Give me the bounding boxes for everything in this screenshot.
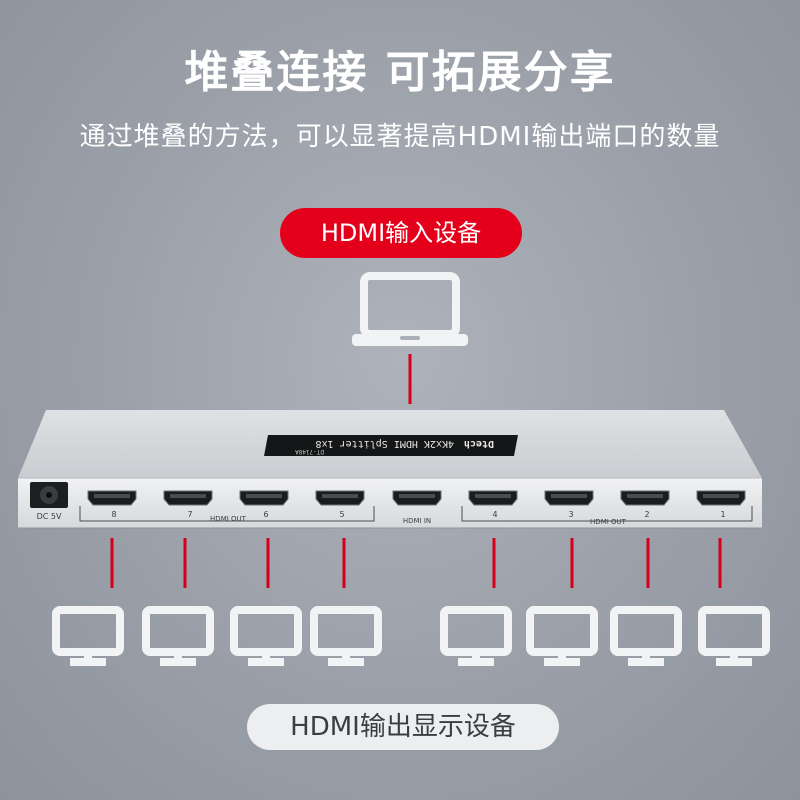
dc-power-jack (30, 482, 68, 508)
dc-label: DC 5V (37, 512, 62, 521)
hdmi-out-port-1 (696, 490, 746, 506)
splitter-model-label: 4Kx2K HDMI Splitter 1x8 (316, 438, 454, 449)
monitor-icon (142, 606, 214, 666)
monitor-icon (698, 606, 770, 666)
hdmi-out-port-3 (544, 490, 594, 506)
hdmi-out-label-left: HDMI OUT (210, 515, 247, 523)
input-device-label: HDMI输入设备 (280, 208, 522, 258)
port-number-5: 5 (339, 510, 344, 519)
monitor-icon (526, 606, 598, 666)
hdmi-out-port-5 (315, 490, 365, 506)
port-number-4: 4 (492, 510, 497, 519)
splitter-label-plate: Dtech 4Kx2K HDMI Splitter 1x8 DT-7148A (264, 435, 518, 456)
port-number-6: 6 (263, 510, 268, 519)
hdmi-out-port-8 (87, 490, 137, 506)
output-device-label: HDMI输出显示设备 (247, 704, 559, 750)
output-connection-lines (110, 538, 722, 588)
hdmi-in-port (392, 490, 442, 506)
monitor-icon (440, 606, 512, 666)
monitor-icon (52, 606, 124, 666)
out-group-bracket-left (79, 506, 375, 522)
page-title: 堆叠连接 可拓展分享 (184, 47, 616, 98)
splitter-model-code: DT-7148A (295, 448, 324, 455)
port-number-7: 7 (187, 510, 192, 519)
out-group-bracket-right (461, 506, 753, 522)
hdmi-in-label: HDMI IN (403, 517, 431, 525)
splitter-brand: Dtech (464, 438, 494, 449)
page-subtitle: 通过堆叠的方法，可以显著提高HDMI输出端口的数量 (79, 122, 721, 152)
hdmi-out-port-4 (468, 490, 518, 506)
hdmi-out-port-6 (239, 490, 289, 506)
hdmi-out-port-2 (620, 490, 670, 506)
port-number-1: 1 (720, 510, 725, 519)
port-number-2: 2 (644, 510, 649, 519)
monitor-icon (230, 606, 302, 666)
monitor-icon (310, 606, 382, 666)
port-number-3: 3 (568, 510, 573, 519)
monitor-icon (610, 606, 682, 666)
hdmi-out-port-7 (163, 490, 213, 506)
hdmi-out-label-right: HDMI OUT (590, 518, 627, 526)
port-number-8: 8 (111, 510, 116, 519)
laptop-icon (352, 272, 468, 346)
